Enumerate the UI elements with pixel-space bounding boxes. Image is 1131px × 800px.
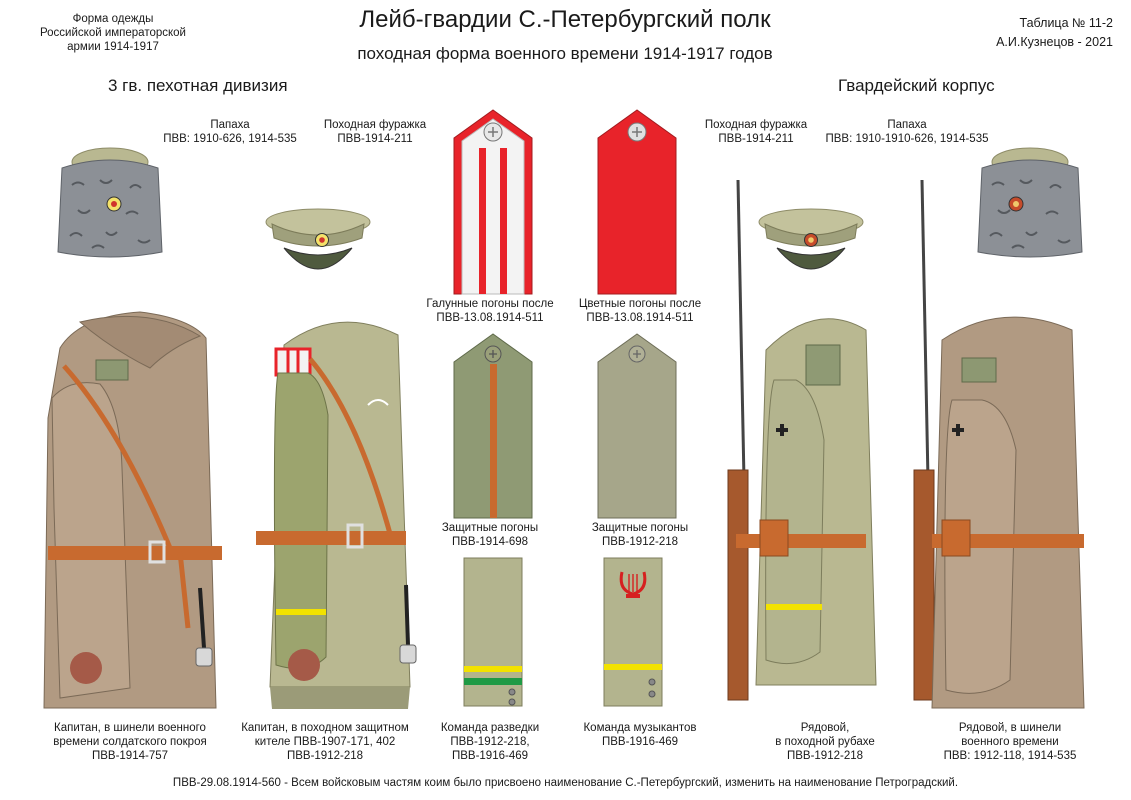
caption-line: ПВВ-1912-218,	[450, 736, 530, 748]
caption-line: военного времени	[961, 736, 1059, 748]
papakha-left-label: Папаха ПВВ: 1910-626, 1914-535	[150, 118, 310, 146]
header-left-line: Российской императорской	[40, 27, 186, 39]
header-right-block: Таблица № 11-2 А.И.Кузнецов - 2021	[933, 14, 1113, 52]
field-shoulder-strap-enlisted	[597, 333, 677, 519]
page-subtitle: походная форма военного времени 1914-191…	[357, 44, 773, 63]
scout-team-sleeve	[463, 557, 523, 707]
caption-musician-team: Команда музыкантов ПВВ-1916-469	[560, 721, 720, 749]
label-line: ПВВ-1914-698	[451, 536, 529, 548]
papakha-right-label: Папаха ПВВ: 1910-1910-626, 1914-535	[812, 118, 1002, 146]
caption-line: Команда разведки	[440, 722, 540, 734]
private-greatcoat-figure	[913, 179, 1085, 709]
header-left-line: Форма одежды	[72, 13, 154, 25]
field-cap-right-illustration	[758, 208, 864, 270]
cap-right-label: Походная фуражка ПВВ-1914-211	[686, 118, 826, 146]
author-year: А.И.Кузнецов - 2021	[996, 35, 1113, 49]
page-title: Лейб-гвардии С.-Петербургский полк	[359, 6, 771, 33]
label-line: ПВВ-1914-211	[337, 133, 413, 145]
caption-line: ПВВ-1916-469	[451, 750, 529, 762]
caption-scout-team: Команда разведки ПВВ-1912-218, ПВВ-1916-…	[420, 721, 560, 763]
caption-line: ПВВ-1912-218	[786, 750, 864, 762]
corps-label: Гвардейский корпус	[838, 76, 995, 95]
cross-badge-icon	[776, 424, 788, 436]
label-line: ПВВ: 1910-626, 1914-535	[163, 133, 297, 145]
division-label: 3 гв. пехотная дивизия	[108, 76, 288, 95]
caption-private-greatcoat: Рядовой, в шинели военного времени ПВВ: …	[920, 721, 1100, 763]
caption-line: Капитан, в походном защитном	[241, 722, 409, 734]
caption-line: кителе ПВВ-1907-171, 402	[254, 736, 396, 748]
cross-badge-icon	[952, 424, 964, 436]
caption-captain-greatcoat: Капитан, в шинели военного времени солда…	[40, 721, 220, 763]
caption-line: Рядовой,	[800, 722, 850, 734]
label-line: ПВВ-13.08.1914-511	[586, 312, 694, 324]
caption-line: Команда музыкантов	[583, 722, 697, 734]
label-line: Галунные погоны после	[426, 298, 554, 310]
field-straps-2-label: Защитные погоны ПВВ-1912-218	[570, 521, 710, 549]
label-line: ПВВ: 1910-1910-626, 1914-535	[825, 133, 989, 145]
header-left-line: армии 1914-1917	[67, 41, 159, 53]
label-line: ПВВ-13.08.1914-511	[436, 312, 544, 324]
galloon-shoulder-strap	[453, 109, 533, 295]
caption-line: ПВВ-1916-469	[601, 736, 679, 748]
header-left-block: Форма одежды Российской императорской ар…	[18, 12, 208, 54]
papakha-left-illustration	[57, 147, 163, 258]
caption-private-shirt: Рядовой, в походной рубахе ПВВ-1912-218	[750, 721, 900, 763]
field-shoulder-strap-officer	[453, 333, 533, 519]
captain-greatcoat-figure	[43, 311, 222, 709]
caption-line: ПВВ-1914-757	[91, 750, 169, 762]
private-field-shirt-figure	[727, 179, 877, 701]
label-line: Цветные погоны после	[578, 298, 702, 310]
color-straps-label: Цветные погоны после ПВВ-13.08.1914-511	[565, 297, 715, 325]
label-line: Походная фуражка	[323, 119, 427, 131]
field-straps-1-label: Защитные погоны ПВВ-1914-698	[420, 521, 560, 549]
field-cap-left-illustration	[265, 208, 371, 270]
label-line: ПВВ-1912-218	[601, 536, 679, 548]
label-line: ПВВ-1914-211	[718, 133, 794, 145]
caption-line: в походной рубахе	[775, 736, 875, 748]
table-number: Таблица № 11-2	[1019, 16, 1113, 30]
colored-shoulder-strap	[597, 109, 677, 295]
caption-captain-tunic: Капитан, в походном защитном кителе ПВВ-…	[225, 721, 425, 763]
label-line: Защитные погоны	[591, 522, 689, 534]
musician-team-sleeve	[603, 557, 663, 707]
papakha-right-illustration	[977, 147, 1083, 258]
galloon-straps-label: Галунные погоны после ПВВ-13.08.1914-511	[415, 297, 565, 325]
caption-line: времени солдатского покроя	[53, 736, 207, 748]
captain-field-tunic-figure	[256, 321, 417, 709]
footer-note: ПВВ-29.08.1914-560 - Всем войсковым част…	[172, 777, 959, 789]
caption-line: ПВВ: 1912-118, 1914-535	[943, 750, 1077, 762]
caption-line: ПВВ-1912-218	[286, 750, 364, 762]
label-line: Папаха	[887, 119, 927, 131]
label-line: Защитные погоны	[441, 522, 539, 534]
caption-line: Капитан, в шинели военного	[54, 722, 206, 734]
label-line: Папаха	[210, 119, 250, 131]
cap-left-label: Походная фуражка ПВВ-1914-211	[305, 118, 445, 146]
caption-line: Рядовой, в шинели	[958, 722, 1062, 734]
lyre-icon	[619, 571, 647, 598]
label-line: Походная фуражка	[704, 119, 808, 131]
